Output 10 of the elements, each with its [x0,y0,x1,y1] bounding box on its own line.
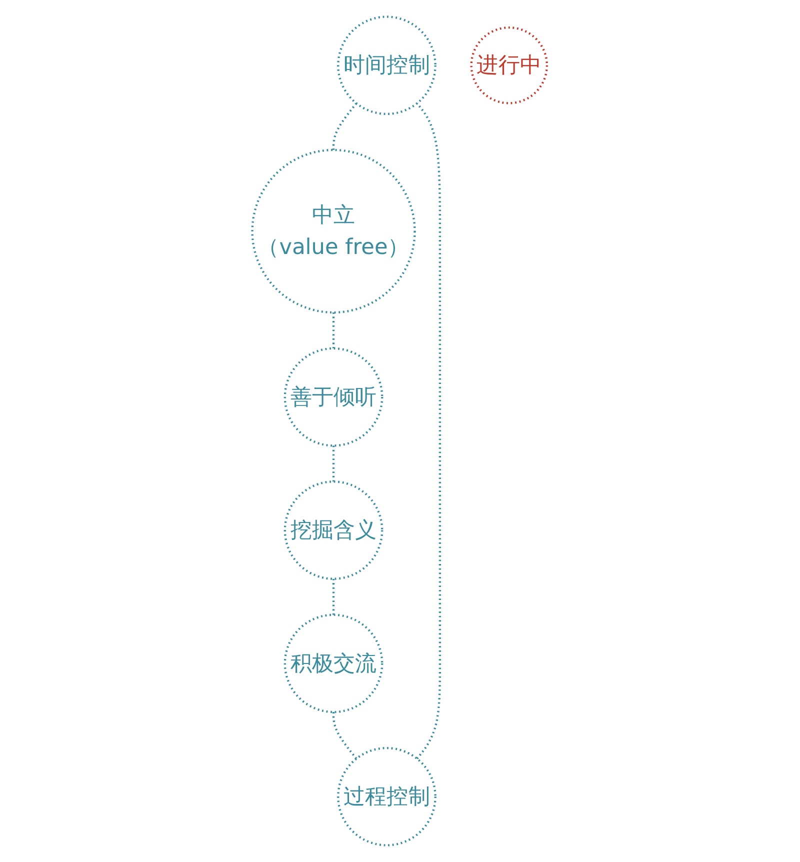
node-circle: 过程控制 [337,746,437,846]
connector [332,312,335,348]
connector [332,446,335,482]
node-circle: 善于倾听 [284,347,384,447]
node-circle: 挖掘含义 [284,480,384,580]
node-circle: 中立 （value free） [252,148,416,314]
node-circle: 进行中 [470,26,548,104]
node-circle: 积极交流 [284,614,384,714]
node-circle: 时间控制 [337,16,437,116]
connector [332,578,335,615]
